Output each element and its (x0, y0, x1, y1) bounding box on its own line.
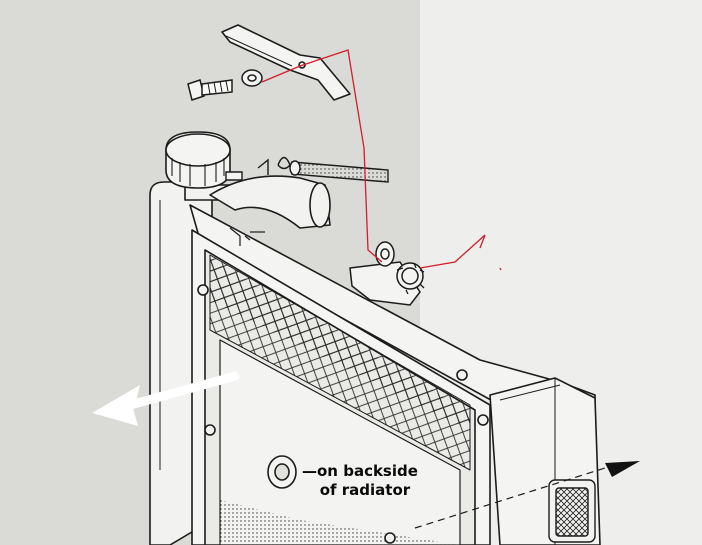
leader-lines (261, 49, 502, 271)
grommet-icon (267, 455, 297, 489)
drain-grille (548, 479, 596, 543)
washer-icon (241, 69, 263, 87)
mounting-bracket-icon (221, 24, 351, 101)
white-arrow-icon (92, 371, 240, 426)
bolt-icon (187, 79, 233, 101)
direction-arrow-right (414, 461, 640, 529)
gear-bracket-icon (349, 241, 425, 306)
callout-line-1: —on backside (302, 462, 418, 480)
backside-callout: —on backside of radiator (302, 462, 418, 500)
radiator-cap-icon (165, 131, 231, 189)
hose-icon (289, 160, 389, 183)
callout-line-2: of radiator (319, 481, 411, 499)
clip-icon (225, 156, 291, 181)
